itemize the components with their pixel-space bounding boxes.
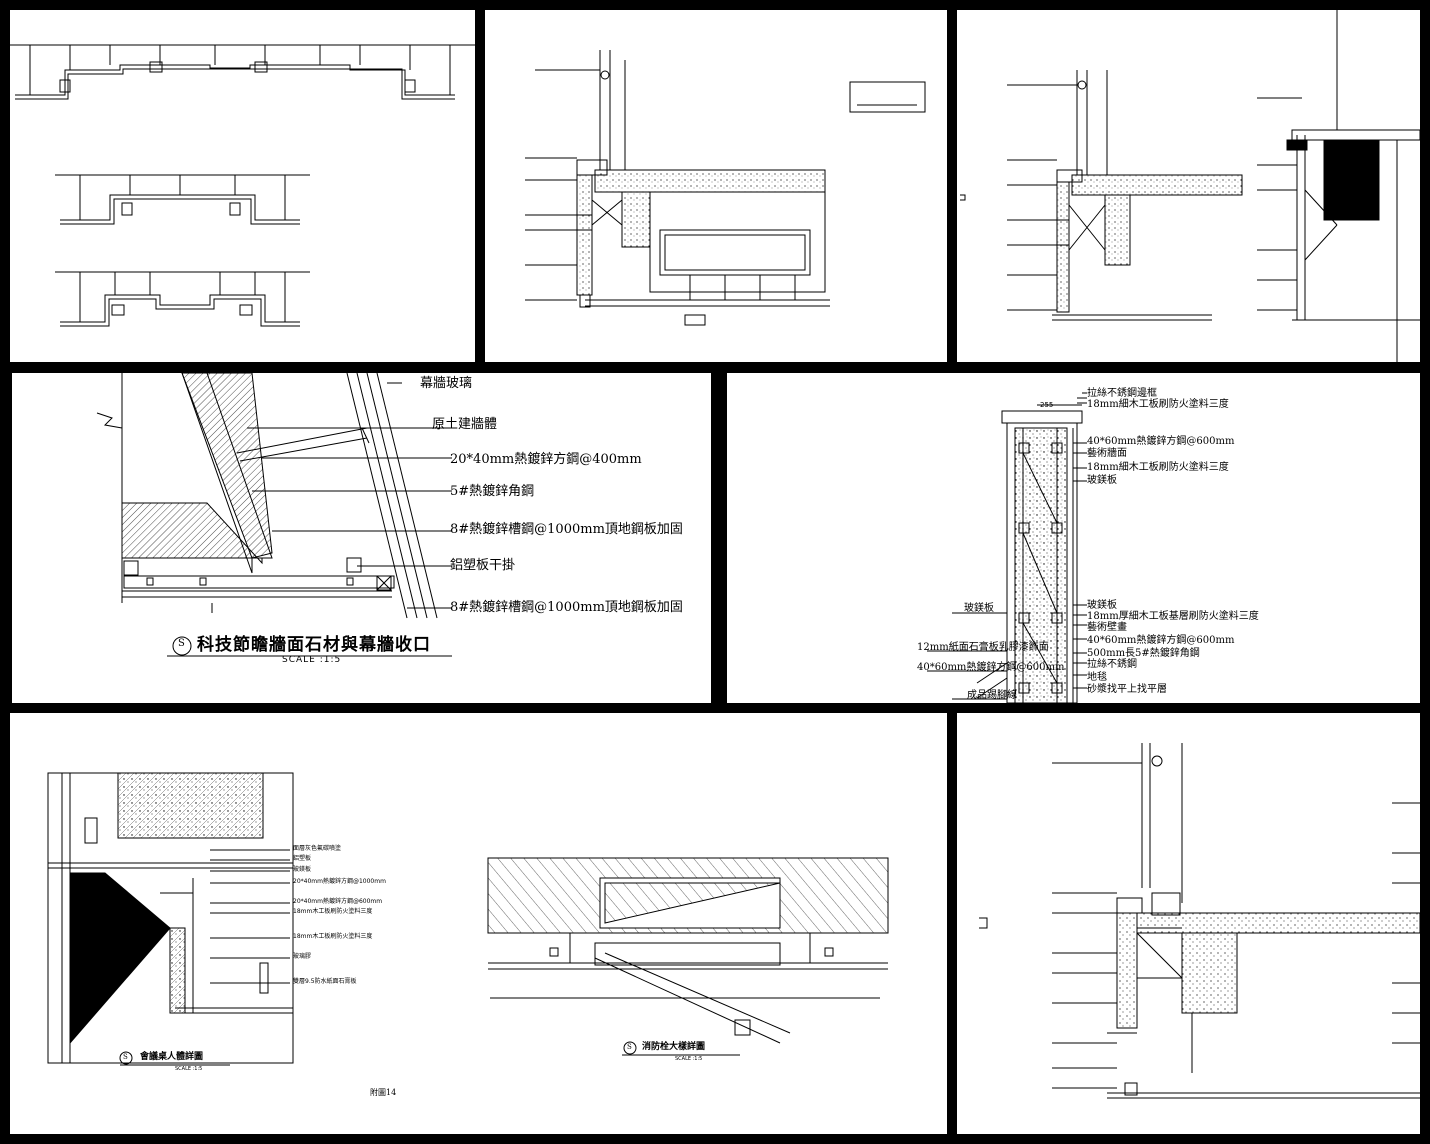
- wall-section-drawings: [960, 10, 1420, 362]
- label-curtain-glass: 幕牆玻璃: [420, 376, 473, 391]
- stone-curtainwall-drawing: [96, 373, 452, 657]
- label-f-2: 玻鎂板: [293, 866, 312, 873]
- label-square-steel: 20*40mm熱鍍鋅方鋼@400mm: [450, 452, 642, 467]
- panel-conference-and-hydrant-details: 面層灰色氟碳噴塗 鋁塑板 玻鎂板 20*40mm熱鍍鋅方鋼@1000mm 20*…: [10, 713, 947, 1134]
- title-conference: 會議桌人體詳圖: [140, 1052, 204, 1062]
- label-e-2: 40*60mm熱鍍鋅方鋼@600mm: [1087, 436, 1235, 447]
- label-f-3: 20*40mm熱鍍鋅方鋼@1000mm: [293, 878, 386, 885]
- label-f-1: 鋁塑板: [293, 855, 312, 862]
- label-e-13: 砂漿找平上找平層: [1087, 684, 1167, 695]
- label-e-12: 地毯: [1087, 672, 1107, 683]
- label-f-4: 20*40mm熱鍍鋅方鋼@600mm: [293, 898, 383, 905]
- panel-plans-top-left: [10, 10, 475, 362]
- label-channel-steel-top: 8#熱鍍鋅槽鋼@1000mm頂地鋼板加固: [450, 522, 683, 537]
- label-angle-steel: 5#熱鍍鋅角鋼: [450, 484, 535, 499]
- panel-stone-curtainwall-detail: 幕牆玻璃 原土建牆體 20*40mm熱鍍鋅方鋼@400mm 5#熱鍍鋅角鋼 8#…: [12, 373, 711, 703]
- marker-conference: S: [123, 1053, 128, 1061]
- conference-hydrant-drawings: [47, 772, 889, 1066]
- page-reference: 附圖14: [370, 1088, 397, 1097]
- label-e-left-2: 40*60mm熱鍍鋅方鋼@600mm: [917, 662, 1065, 673]
- title-hydrant: 消防栓大樣詳圖: [642, 1042, 706, 1052]
- label-e-1: 18mm細木工板刷防火塗料三度: [1087, 399, 1229, 410]
- scale-hydrant: SCALE :1:5: [675, 1056, 703, 1062]
- label-f-8: 雙層9.5防水紙面石膏板: [293, 978, 357, 985]
- label-e-3: 藝術牆面: [1087, 448, 1127, 459]
- label-e-8: 藝術壁畫: [1087, 622, 1127, 633]
- label-original-wall: 原土建牆體: [432, 417, 498, 432]
- detail-scale: SCALE :1:5: [282, 655, 342, 665]
- label-e-6: 玻鎂板: [1087, 600, 1117, 611]
- label-f-5: 18mm木工板刷防火塗料三度: [293, 908, 373, 915]
- label-e-5: 玻鎂板: [1087, 475, 1117, 486]
- label-f-0: 面層灰色氟碳噴塗: [293, 845, 342, 852]
- label-e-0: 拉絲不銹鋼邊框: [1087, 388, 1157, 399]
- marker-hydrant: S: [627, 1043, 632, 1051]
- label-e-left-3: 成品踢腳線: [967, 690, 1017, 701]
- label-e-7: 18mm厚細木工板基層刷防火塗料三度: [1087, 611, 1259, 622]
- label-e-10: 500mm長5#熱鍍鋅角鋼: [1087, 648, 1200, 659]
- label-e-11: 拉絲不銹鋼: [1087, 659, 1137, 670]
- section-marker: S: [178, 638, 185, 649]
- detail-title: 科技節瞻牆面石材與幕牆收口: [197, 635, 431, 655]
- wall-section-bottom-drawing: [979, 743, 1420, 1099]
- label-e-9: 40*60mm熱鍍鋅方鋼@600mm: [1087, 635, 1235, 646]
- label-f-7: 玻璃膠: [293, 953, 312, 960]
- panel-wall-sections-top-right: [957, 10, 1420, 362]
- label-aluminum-panel: 鋁塑板干掛: [450, 558, 516, 573]
- label-e-left-1: 12mm紙面石膏板乳膠漆飾面: [917, 642, 1049, 653]
- top-dimension: 255: [1040, 401, 1054, 409]
- panel-art-wall-detail: 255 拉絲不銹鋼邊框 18mm細木工板刷防火塗料三度 40*60mm熱鍍鋅方鋼…: [727, 373, 1420, 703]
- ceiling-section-drawing: [525, 50, 926, 326]
- plan-drawings: [10, 44, 475, 327]
- label-e-left-0: 玻鎂板: [964, 603, 994, 614]
- label-channel-steel-bottom: 8#熱鍍鋅槽鋼@1000mm頂地鋼板加固: [450, 600, 683, 615]
- art-wall-drawing: [927, 392, 1087, 703]
- label-f-6: 18mm木工板刷防火塗料三度: [293, 933, 373, 940]
- scale-conference: SCALE :1:5: [175, 1066, 203, 1072]
- panel-wall-section-bottom-right: [957, 713, 1420, 1134]
- panel-ceiling-section-middle: [485, 10, 947, 362]
- label-e-4: 18mm細木工板刷防火塗料三度: [1087, 462, 1229, 473]
